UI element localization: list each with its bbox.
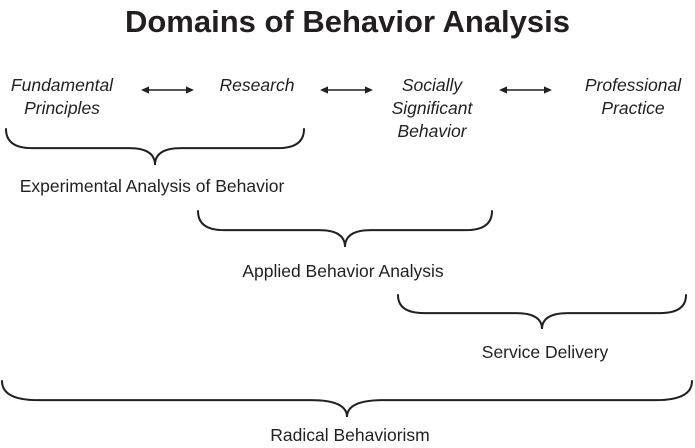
brace-service-delivery bbox=[397, 294, 687, 330]
brace-label-applied-behavior-analysis: Applied Behavior Analysis bbox=[242, 261, 444, 281]
domain-label-socially-significant-behavior: Socially Significant Behavior bbox=[391, 75, 473, 141]
domain-label-professional-practice: Professional Practice bbox=[584, 75, 682, 118]
brace-label-radical-behaviorism: Radical Behaviorism bbox=[270, 425, 430, 445]
domain-label-fundamental-principles: Fundamental Principles bbox=[10, 75, 114, 118]
brace-applied-behavior-analysis bbox=[197, 210, 493, 248]
double-arrow-icon bbox=[499, 86, 552, 94]
double-arrow-icon bbox=[320, 86, 373, 94]
brace-label-experimental-analysis-of-behavior: Experimental Analysis of Behavior bbox=[19, 176, 285, 196]
double-arrow-icon bbox=[141, 86, 194, 94]
domain-label-research: Research bbox=[219, 75, 295, 95]
brace-label-service-delivery: Service Delivery bbox=[481, 342, 609, 362]
brace-experimental-analysis-of-behavior bbox=[5, 128, 305, 166]
brace-radical-behaviorism bbox=[1, 380, 693, 418]
diagram-title: Domains of Behavior Analysis bbox=[124, 4, 571, 39]
